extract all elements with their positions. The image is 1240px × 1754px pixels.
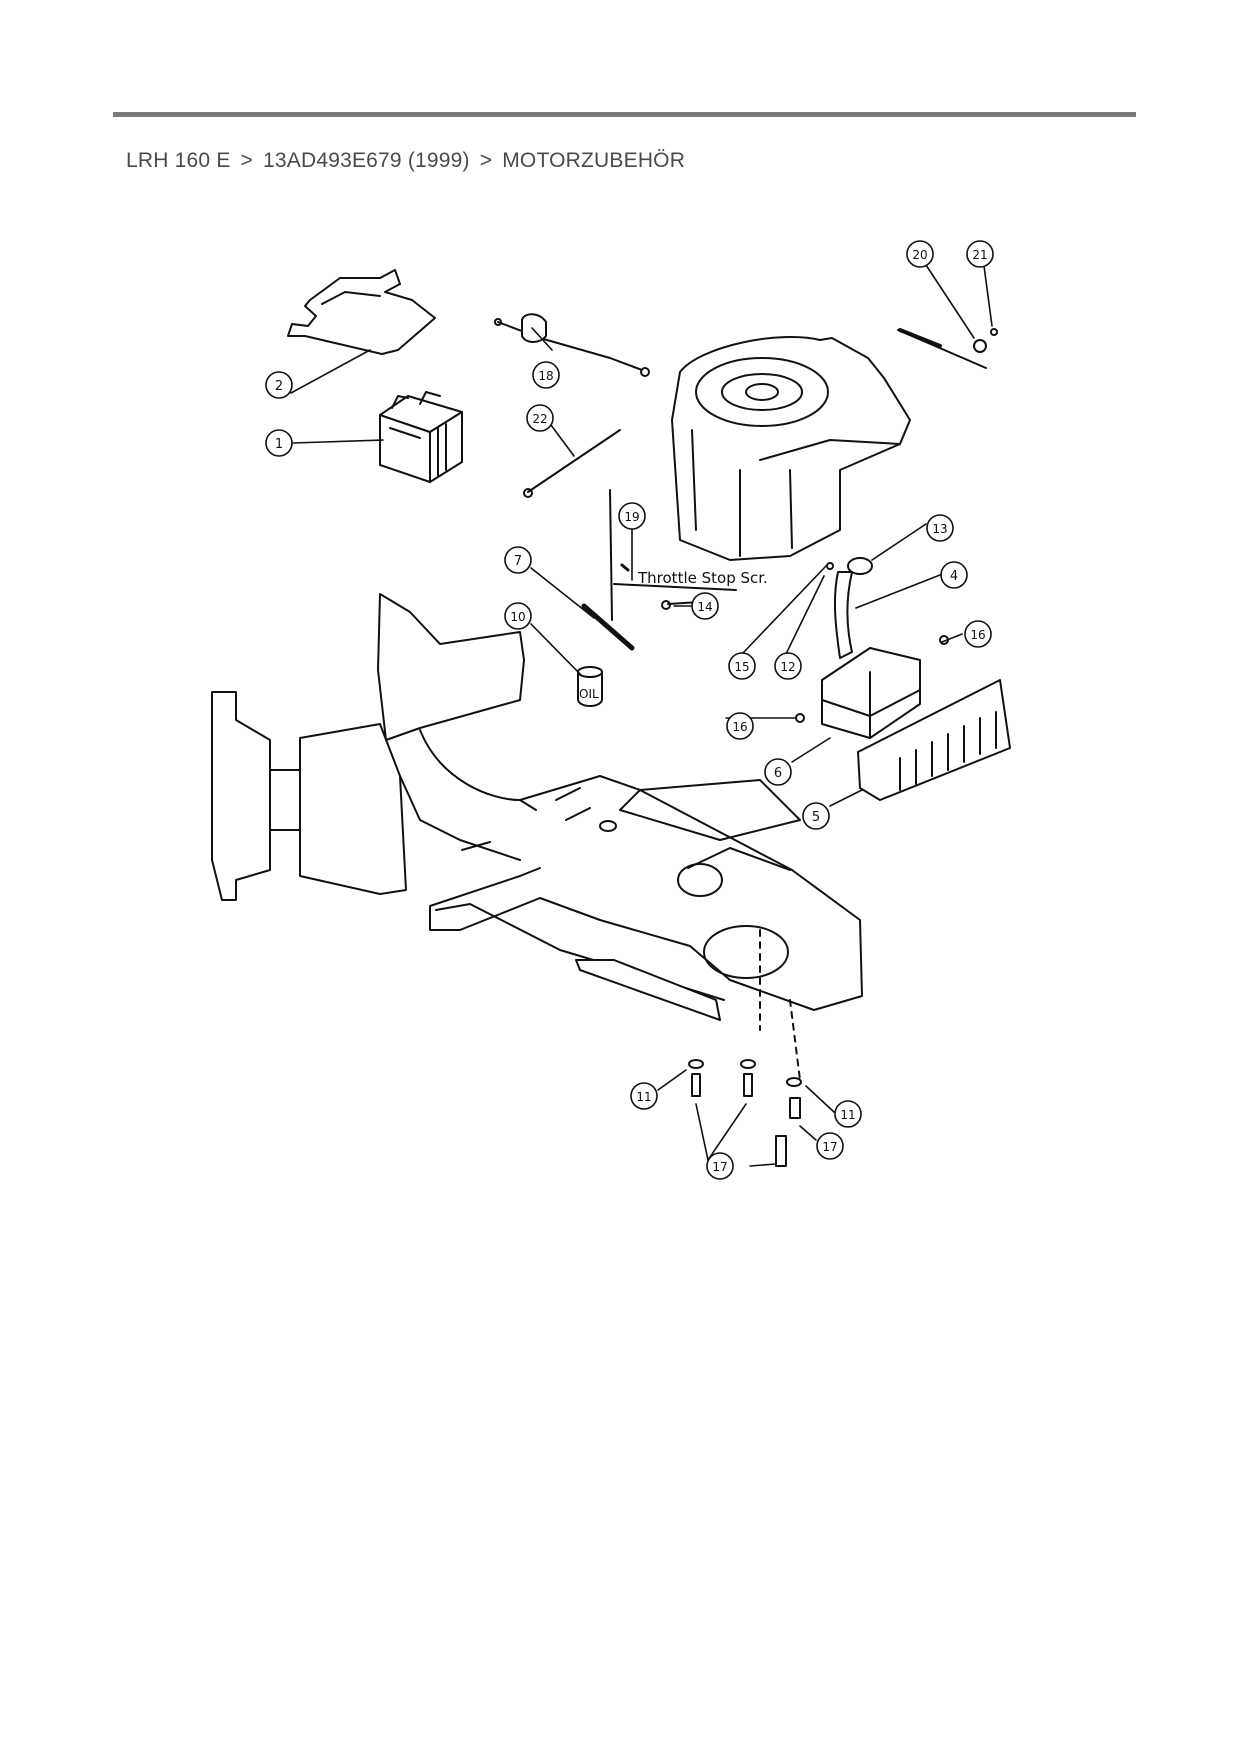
breadcrumb: LRH 160 E >13AD493E679 (1999) > MOTORZUBEHÖ… xyxy=(126,149,685,173)
callout-16b[interactable]: 16 xyxy=(726,712,754,740)
callout-20[interactable]: 20 xyxy=(906,240,934,268)
callout-13[interactable]: 13 xyxy=(926,514,954,542)
svg-text:14: 14 xyxy=(697,600,712,614)
throttle-assembly: Throttle Stop Scr. xyxy=(609,489,768,621)
callout-22[interactable]: 22 xyxy=(526,404,554,432)
callout-11a[interactable]: 11 xyxy=(630,1082,658,1110)
chassis-frame xyxy=(211,593,863,1081)
svg-text:15: 15 xyxy=(734,660,749,674)
callout-14[interactable]: 14 xyxy=(691,592,719,620)
oil-label: OIL xyxy=(579,687,599,701)
engine-shroud xyxy=(671,336,911,561)
svg-text:12: 12 xyxy=(780,660,795,674)
dipstick-tube xyxy=(581,603,635,651)
ground-wire xyxy=(523,429,621,498)
svg-text:1: 1 xyxy=(275,437,283,452)
svg-text:20: 20 xyxy=(912,248,927,262)
svg-text:11: 11 xyxy=(636,1090,651,1104)
callout-5[interactable]: 5 xyxy=(802,802,830,830)
svg-text:6: 6 xyxy=(774,766,782,781)
callout-10[interactable]: 10 xyxy=(504,602,532,630)
filler-tube xyxy=(826,557,873,659)
breadcrumb-section: MOTORZUBEHÖR xyxy=(502,149,686,172)
parts-diagram: Throttle Stop Scr. OIL xyxy=(211,240,1011,1180)
callout-4[interactable]: 4 xyxy=(940,561,968,589)
callout-7[interactable]: 7 xyxy=(504,546,532,574)
battery xyxy=(379,391,463,483)
mounting-hardware xyxy=(688,1059,802,1167)
callout-2[interactable]: 2 xyxy=(265,371,293,399)
callout-16a[interactable]: 16 xyxy=(964,620,992,648)
callout-6[interactable]: 6 xyxy=(764,758,792,786)
grille-cover xyxy=(857,679,1011,801)
callout-15[interactable]: 15 xyxy=(728,652,756,680)
callout-19[interactable]: 19 xyxy=(618,502,646,530)
callout-12[interactable]: 12 xyxy=(774,652,802,680)
svg-text:19: 19 xyxy=(624,510,639,524)
breadcrumb-separator: > xyxy=(479,149,493,172)
screw-assembly xyxy=(897,328,998,369)
svg-text:18: 18 xyxy=(538,369,553,383)
leader-lines xyxy=(290,264,993,1167)
svg-text:11: 11 xyxy=(840,1108,855,1122)
svg-text:7: 7 xyxy=(514,554,522,569)
breadcrumb-separator: > xyxy=(240,149,253,172)
battery-cover-plate xyxy=(287,269,436,355)
breadcrumb-serial[interactable]: 13AD493E679 (1999) xyxy=(263,149,470,172)
svg-text:16: 16 xyxy=(970,628,985,642)
svg-text:21: 21 xyxy=(972,248,987,262)
callout-21[interactable]: 21 xyxy=(966,240,994,268)
svg-text:17: 17 xyxy=(712,1160,727,1174)
svg-text:13: 13 xyxy=(932,522,947,536)
svg-text:16: 16 xyxy=(732,720,747,734)
battery-cable xyxy=(494,313,650,377)
callout-11b[interactable]: 11 xyxy=(834,1100,862,1128)
svg-text:17: 17 xyxy=(822,1140,837,1154)
svg-text:5: 5 xyxy=(812,810,820,825)
header-divider xyxy=(113,112,1136,117)
oil-bottle: OIL xyxy=(577,666,603,707)
breadcrumb-model[interactable]: LRH 160 E xyxy=(126,149,231,172)
svg-text:4: 4 xyxy=(950,569,958,584)
callout-17a[interactable]: 17 xyxy=(706,1152,734,1180)
callout-1[interactable]: 1 xyxy=(265,429,293,457)
svg-text:22: 22 xyxy=(532,412,547,426)
svg-text:10: 10 xyxy=(510,610,525,624)
svg-text:2: 2 xyxy=(275,379,283,394)
callout-18[interactable]: 18 xyxy=(532,361,560,389)
callouts: 1 2 4 5 6 7 10 11 11 12 13 14 15 16 16 1… xyxy=(265,240,994,1180)
throttle-stop-label: Throttle Stop Scr. xyxy=(637,569,768,587)
callout-17b[interactable]: 17 xyxy=(816,1132,844,1160)
